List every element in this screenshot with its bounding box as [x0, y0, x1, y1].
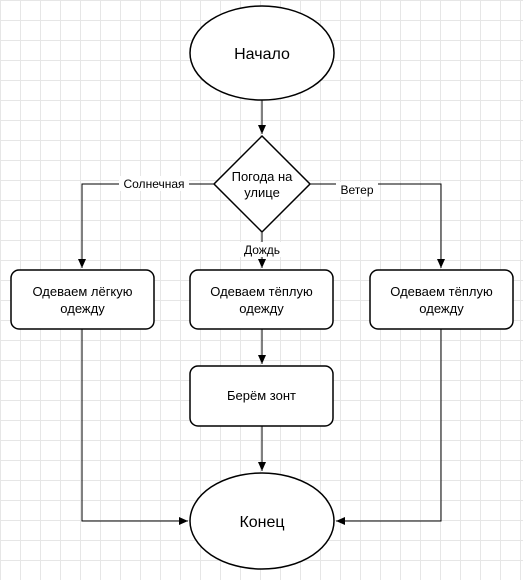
end-label: Конец — [239, 514, 284, 531]
process-take-umbrella[interactable] — [189, 365, 334, 427]
warm-clothes-wind-label-line1: Одеваем тёплую — [390, 284, 493, 299]
warm-clothes-label-line1: Одеваем тёплую — [210, 284, 313, 299]
edge-label-rain: Дождь — [244, 243, 280, 257]
decision-node[interactable] — [212, 134, 312, 234]
umbrella-label: Берём зонт — [227, 388, 296, 403]
decision-label-line1: Погода на — [232, 169, 294, 184]
process-warm-clothes[interactable] — [189, 269, 334, 330]
process-warm-clothes-wind[interactable] — [369, 269, 514, 330]
warm-clothes-label-line2: одежду — [239, 301, 284, 316]
edge-decision-to-light-clothes — [78, 183, 214, 268]
start-label: Начало — [234, 46, 290, 63]
start-node[interactable] — [189, 5, 335, 101]
light-clothes-label-line1: Одеваем лёгкую — [32, 284, 132, 299]
decision-label-line2: улице — [244, 185, 280, 200]
edge-label-wind: Ветер — [341, 183, 374, 197]
end-node[interactable] — [189, 472, 335, 570]
process-light-clothes[interactable] — [10, 269, 155, 330]
edge-warm-clothes-wind-to-end — [336, 329, 442, 525]
warm-clothes-wind-label-line2: одежду — [419, 301, 464, 316]
edge-light-clothes-to-end — [81, 329, 188, 525]
edge-label-sunny: Солнечная — [123, 177, 184, 191]
light-clothes-label-line2: одежду — [60, 301, 105, 316]
